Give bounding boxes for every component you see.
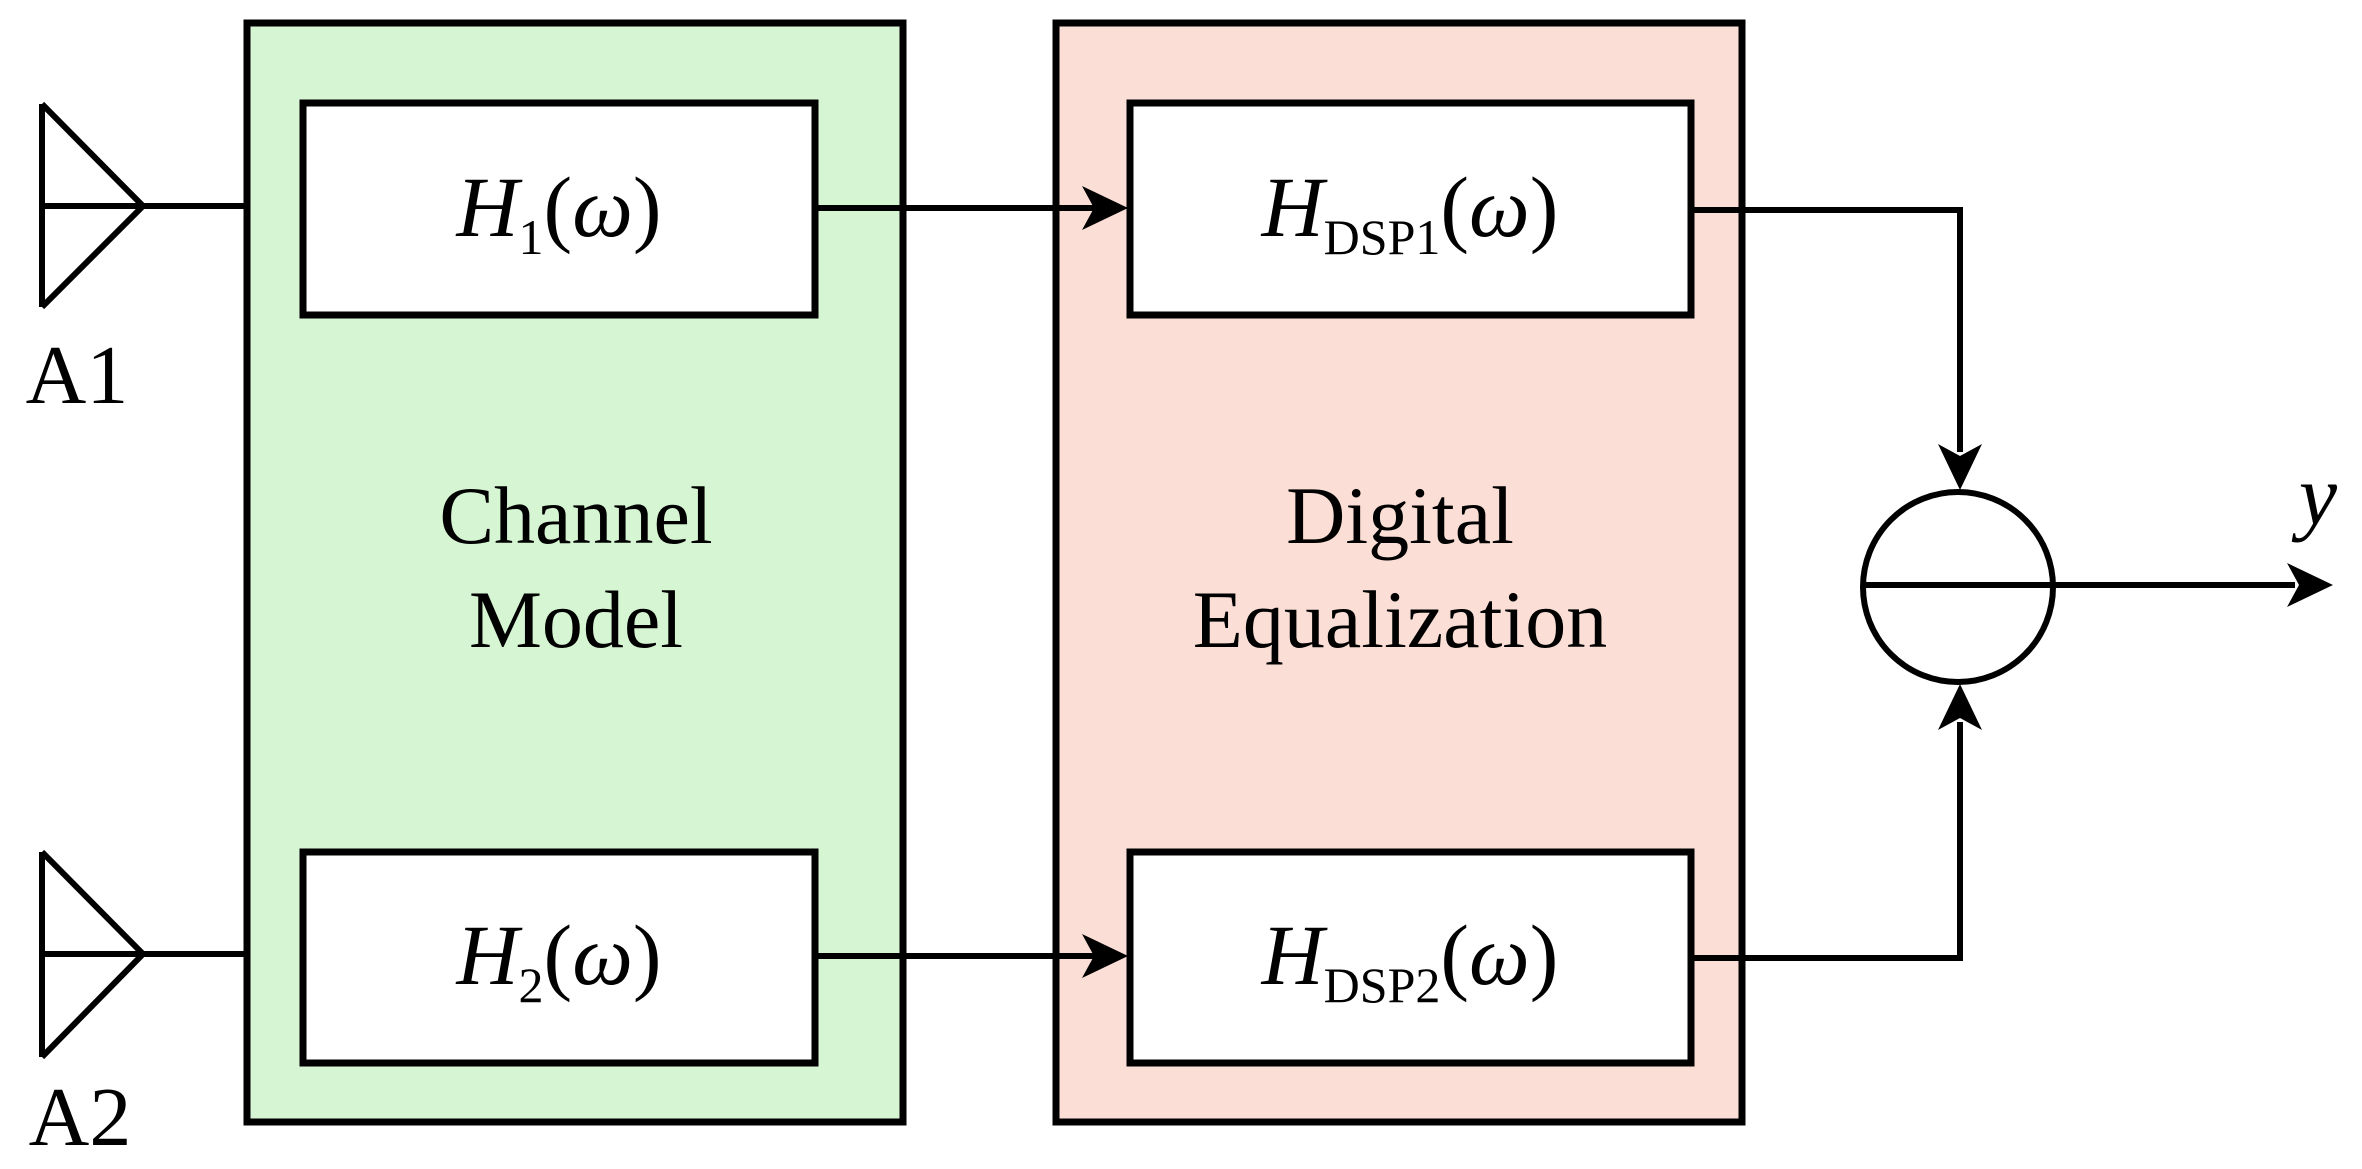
h2-subscript: 2 bbox=[519, 957, 544, 1013]
hdsp1-subscript: DSP1 bbox=[1324, 209, 1441, 265]
output-label: y bbox=[2291, 447, 2338, 543]
hdsp2-omega: ω bbox=[1469, 907, 1530, 1003]
hdsp1-paren-open: ( bbox=[1440, 159, 1469, 255]
hdsp1-block-label: HDSP1(ω) bbox=[1261, 159, 1559, 265]
summing-junction: y bbox=[1860, 447, 2338, 685]
h1-base: H bbox=[455, 159, 522, 255]
h2-block-label: H2(ω) bbox=[455, 907, 661, 1013]
hdsp1-base: H bbox=[1261, 159, 1328, 255]
digital-equalization-title-line1: Digital bbox=[1286, 470, 1514, 561]
channel-model-title-line1: Channel bbox=[439, 470, 712, 561]
antenna-a2-upper-edge-icon bbox=[39, 849, 146, 957]
hdsp2-subscript: DSP2 bbox=[1324, 957, 1441, 1013]
antenna-a1-label: A1 bbox=[26, 329, 129, 422]
h1-block-label: H1(ω) bbox=[455, 159, 661, 265]
hdsp1-omega: ω bbox=[1469, 159, 1530, 255]
hdsp2-base: H bbox=[1261, 907, 1328, 1003]
h2-omega: ω bbox=[572, 907, 633, 1003]
arrowhead-down-into-summer-icon bbox=[1938, 444, 1982, 490]
h2-block bbox=[299, 848, 819, 1067]
arrowhead-into-hdsp1-icon bbox=[1082, 186, 1128, 230]
h2-base: H bbox=[455, 907, 522, 1003]
antenna-a1-upper-edge-icon bbox=[39, 101, 146, 209]
hdsp2-paren-open: ( bbox=[1440, 907, 1469, 1003]
antenna-a1: A1 bbox=[26, 101, 303, 422]
h1-omega: ω bbox=[572, 159, 633, 255]
hdsp2-block bbox=[1126, 848, 1695, 1067]
h1-subscript: 1 bbox=[519, 209, 544, 265]
antenna-a2-label: A2 bbox=[29, 1071, 132, 1164]
hdsp2-paren-close: ) bbox=[1530, 907, 1559, 1003]
wire-hdsp1-to-summer bbox=[1691, 207, 1963, 452]
hdsp2-block-label: HDSP2(ω) bbox=[1261, 907, 1559, 1013]
signal-wires bbox=[815, 186, 1982, 978]
h2-paren-open: ( bbox=[544, 907, 573, 1003]
digital-equalization-title-line2: Equalization bbox=[1193, 574, 1607, 665]
antenna-a2: A2 bbox=[29, 849, 303, 1164]
digital-equalization-zone: Digital Equalization HDSP1(ω) HDSP2(ω) bbox=[1052, 19, 1746, 1126]
antenna-a1-lower-edge-icon bbox=[39, 203, 146, 310]
channel-model-title-line2: Model bbox=[469, 574, 683, 665]
arrowhead-up-into-summer-icon bbox=[1938, 684, 1982, 730]
h1-paren-close: ) bbox=[633, 159, 662, 255]
antenna-a2-lower-edge-icon bbox=[39, 951, 146, 1060]
h2-paren-close: ) bbox=[633, 907, 662, 1003]
channel-model-zone: Channel Model H1(ω) H2(ω) bbox=[243, 19, 907, 1126]
hdsp1-paren-close: ) bbox=[1530, 159, 1559, 255]
arrowhead-into-hdsp2-icon bbox=[1082, 934, 1128, 978]
arrowhead-output-icon bbox=[2287, 563, 2333, 607]
h1-paren-open: ( bbox=[544, 159, 573, 255]
wire-hdsp2-to-summer bbox=[1691, 722, 1963, 961]
